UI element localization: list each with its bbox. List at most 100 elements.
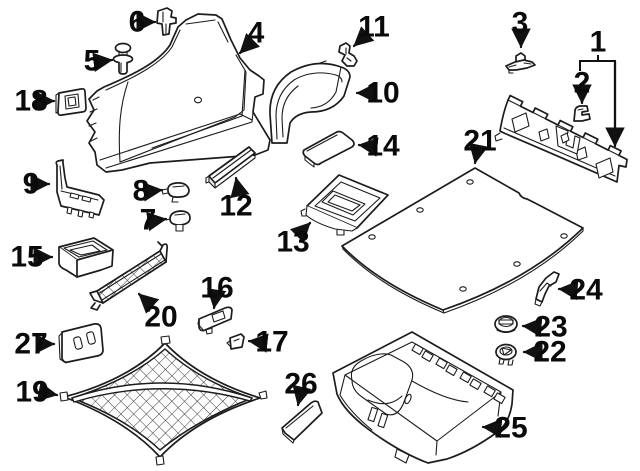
part-1-rear-panel-trim[interactable] bbox=[494, 94, 628, 183]
left-tab bbox=[226, 340, 231, 347]
callout-10[interactable]: 10 bbox=[355, 77, 400, 110]
part-18-trim-bezel[interactable] bbox=[55, 87, 87, 117]
callout-6[interactable]: 6 bbox=[129, 6, 157, 39]
callout-17-label[interactable]: 17 bbox=[255, 326, 288, 359]
callout-18-label[interactable]: 18 bbox=[14, 85, 47, 118]
tab bbox=[77, 209, 84, 218]
part-12-sill-trim-strip[interactable] bbox=[205, 146, 256, 189]
part-15-storage-bin[interactable] bbox=[58, 237, 114, 278]
callout-9-label[interactable]: 9 bbox=[23, 168, 40, 201]
part-7-grommet-cap[interactable] bbox=[165, 210, 191, 232]
callout-7-label[interactable]: 7 bbox=[140, 204, 157, 237]
callout-15-label[interactable]: 15 bbox=[10, 241, 43, 274]
callout-4[interactable]: 4 bbox=[238, 17, 265, 55]
callout-2-label[interactable]: 2 bbox=[574, 67, 591, 100]
callout-13[interactable]: 13 bbox=[276, 221, 312, 259]
recess-inner bbox=[327, 194, 361, 212]
right-face-line bbox=[310, 66, 342, 109]
clip-wings bbox=[505, 59, 536, 71]
part-3-clip[interactable] bbox=[505, 52, 536, 74]
left-end-hook bbox=[89, 290, 104, 311]
part-24-retainer-bracket[interactable] bbox=[534, 271, 560, 307]
callout-25[interactable]: 25 bbox=[481, 412, 528, 445]
callout-5-label[interactable]: 5 bbox=[84, 45, 101, 78]
part-6-clip[interactable] bbox=[156, 7, 177, 36]
part-11-clip[interactable] bbox=[338, 42, 358, 67]
callout-1[interactable]: 1 bbox=[579, 26, 625, 148]
callout-11-label[interactable]: 11 bbox=[358, 11, 390, 44]
callout-15[interactable]: 15 bbox=[10, 241, 54, 274]
part-26-trim-panel[interactable] bbox=[281, 400, 323, 444]
part-16-trim-cover[interactable] bbox=[197, 306, 233, 335]
part-outline bbox=[281, 400, 323, 441]
callout-18[interactable]: 18 bbox=[14, 85, 56, 118]
divider-slots bbox=[411, 343, 434, 363]
left-tab bbox=[300, 208, 307, 217]
callout-23-label[interactable]: 23 bbox=[534, 311, 567, 344]
callout-16-label[interactable]: 16 bbox=[200, 272, 233, 305]
part-19-cargo-net[interactable] bbox=[59, 335, 268, 466]
callout-1-label[interactable]: 1 bbox=[590, 26, 607, 59]
callout-14[interactable]: 14 bbox=[357, 130, 400, 163]
callout-8[interactable]: 8 bbox=[133, 175, 164, 208]
callout-23[interactable]: 23 bbox=[521, 311, 568, 344]
callout-7[interactable]: 7 bbox=[140, 204, 168, 237]
callout-22-label[interactable]: 22 bbox=[533, 336, 566, 369]
callout-6-label[interactable]: 6 bbox=[129, 6, 146, 39]
part-2-clip[interactable] bbox=[573, 105, 591, 122]
part-14-trim-pad[interactable] bbox=[302, 130, 355, 168]
left-wall bbox=[58, 247, 78, 278]
callout-5[interactable]: 5 bbox=[84, 45, 114, 78]
callout-14-label[interactable]: 14 bbox=[366, 130, 400, 163]
callout-24-label[interactable]: 24 bbox=[569, 274, 603, 307]
part-10-wheelhouse-cover[interactable] bbox=[269, 60, 351, 144]
part-outline bbox=[573, 105, 591, 122]
hole bbox=[560, 233, 568, 239]
part-8-grommet-cap[interactable] bbox=[161, 182, 190, 203]
callout-27-label[interactable]: 27 bbox=[14, 328, 47, 361]
callout-4-label[interactable]: 4 bbox=[248, 17, 265, 50]
callout-12[interactable]: 12 bbox=[219, 176, 253, 223]
callout-21-label[interactable]: 21 bbox=[463, 125, 496, 158]
net-mesh bbox=[71, 348, 253, 451]
callout-20[interactable]: 20 bbox=[137, 292, 178, 334]
callout-19-label[interactable]: 19 bbox=[15, 376, 48, 409]
callout-3-label[interactable]: 3 bbox=[512, 7, 529, 40]
nut-inner bbox=[499, 346, 513, 356]
callout-2[interactable]: 2 bbox=[572, 67, 592, 105]
hole bbox=[538, 128, 550, 142]
callout-13-label[interactable]: 13 bbox=[276, 226, 309, 259]
detail-line bbox=[162, 11, 167, 34]
part-9-mounting-bracket[interactable] bbox=[55, 159, 105, 219]
part-23-grommet-nut[interactable] bbox=[494, 315, 518, 334]
part-17-cover-clip[interactable] bbox=[226, 333, 245, 350]
tab bbox=[66, 206, 73, 215]
callout-25-label[interactable]: 25 bbox=[494, 412, 527, 445]
part-outline bbox=[156, 7, 177, 36]
callout-22[interactable]: 22 bbox=[522, 336, 567, 369]
callout-26-label[interactable]: 26 bbox=[284, 368, 317, 401]
part-4-left-quarter-trim-panel[interactable] bbox=[86, 13, 271, 173]
part-13-storage-tray[interactable] bbox=[300, 174, 389, 236]
callout-21[interactable]: 21 bbox=[463, 125, 497, 165]
callout-8-label[interactable]: 8 bbox=[133, 175, 150, 208]
callout-12-label[interactable]: 12 bbox=[219, 190, 252, 223]
callout-16[interactable]: 16 bbox=[200, 272, 234, 310]
part-22-grommet-nut[interactable] bbox=[495, 343, 517, 366]
part-25-storage-compartment-tray[interactable] bbox=[332, 331, 514, 464]
callout-17[interactable]: 17 bbox=[247, 326, 289, 359]
callout-27[interactable]: 27 bbox=[14, 328, 56, 361]
callout-9[interactable]: 9 bbox=[23, 168, 51, 201]
callout-24[interactable]: 24 bbox=[557, 274, 603, 307]
callout-26[interactable]: 26 bbox=[284, 368, 318, 407]
part-20-side-stowage-net[interactable] bbox=[89, 241, 169, 311]
callout-11[interactable]: 11 bbox=[352, 11, 390, 48]
lip-notch bbox=[336, 229, 345, 236]
callout-10-label[interactable]: 10 bbox=[366, 77, 399, 110]
callout-3[interactable]: 3 bbox=[511, 7, 531, 49]
callout-19[interactable]: 19 bbox=[15, 376, 59, 409]
part-21-load-floor-panel[interactable] bbox=[341, 167, 584, 314]
callout-20-label[interactable]: 20 bbox=[144, 301, 177, 334]
part-5-push-rivet[interactable] bbox=[112, 42, 134, 75]
part-27-cover-plate[interactable] bbox=[58, 322, 104, 364]
